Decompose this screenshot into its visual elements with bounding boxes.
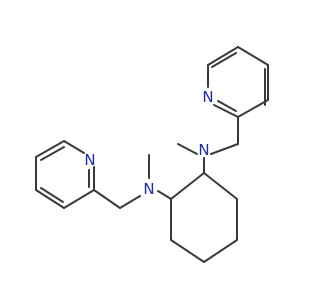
bond-ring <box>170 172 205 200</box>
bond-pyr-top <box>207 46 239 66</box>
atom-n-pyridine-top: N <box>202 88 213 106</box>
bond-ch2-to-pyridine-left <box>93 189 121 209</box>
bond-pyr-top <box>237 99 269 118</box>
bond-pyr-top <box>217 100 237 112</box>
bonds <box>35 46 269 263</box>
bond-pyr-top <box>213 104 239 118</box>
atom-labels: N N N N <box>84 88 213 198</box>
bond-pyr-left <box>40 146 65 161</box>
bond-ring-to-n-left <box>157 190 172 200</box>
atom-n-pyridine-left: N <box>84 151 95 169</box>
bond-pyr-left <box>35 140 65 158</box>
bond-pyr-top <box>211 52 237 68</box>
bond-ring <box>203 239 238 263</box>
bond-n-top-ch2 <box>210 143 239 155</box>
bond-pyr-left <box>40 187 64 203</box>
bond-n-left-ch2 <box>119 195 141 209</box>
molecule-drawing: N N N N <box>35 46 269 263</box>
atom-n-amine-top: N <box>198 141 209 159</box>
bond-pyr-top <box>237 46 269 66</box>
structure-canvas: N N N N <box>35 46 269 263</box>
bond-n-top-methyl <box>177 143 198 155</box>
bond-ring <box>203 172 238 200</box>
atom-n-amine-left: N <box>143 180 154 198</box>
bond-pyr-left <box>35 189 65 209</box>
bond-pyr-left <box>63 140 85 154</box>
bond-pyr-left <box>63 189 95 209</box>
bond-ring <box>170 239 205 263</box>
